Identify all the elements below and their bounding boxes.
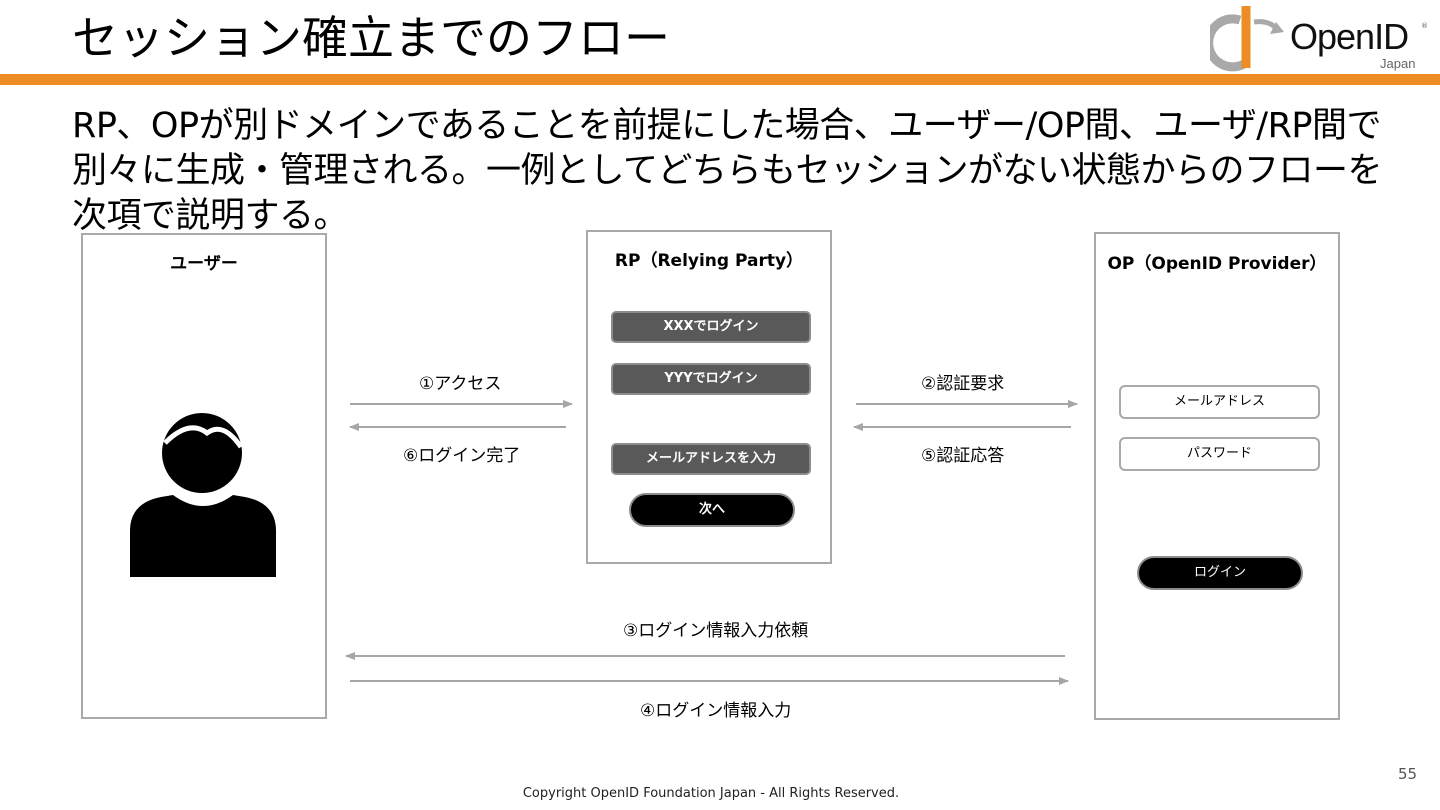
lead-description: RP、OPが別ドメインであることを前提にした場合、ユーザー/OP間、ユーザ/RP… [72, 106, 1382, 236]
step1-label: ①アクセス [419, 374, 502, 394]
openid-logo-word: OpenID [1290, 16, 1409, 57]
step2-label: ②認証要求 [921, 374, 1005, 394]
openid-logo: OpenID ® Japan [1210, 2, 1435, 72]
title-underline [0, 74, 1440, 85]
enter-email-button[interactable]: メールアドレスを入力 [611, 443, 811, 475]
login-button[interactable]: ログイン [1137, 556, 1303, 590]
openid-logo-mark [1210, 6, 1284, 72]
rp-panel-title: RP（Relying Party） [614, 251, 804, 271]
step3-label: ③ログイン情報入力依頼 [623, 621, 809, 641]
email-field[interactable]: メールアドレス [1119, 385, 1320, 419]
copyright: Copyright OpenID Foundation Japan - All … [522, 786, 900, 801]
login-yyy-button[interactable]: YYYでログイン [611, 363, 811, 395]
next-button[interactable]: 次へ [629, 493, 795, 527]
step5-label: ⑤認証応答 [921, 446, 1005, 466]
page-number: 55 [1398, 765, 1418, 783]
openid-logo-sub: Japan [1380, 56, 1416, 71]
step4-label: ④ログイン情報入力 [640, 701, 792, 721]
op-panel: OP（OpenID Provider） メールアドレス パスワード ログイン [1094, 232, 1340, 720]
slide-title: セッション確立までのフロー [72, 11, 670, 65]
step6-label: ⑥ログイン完了 [403, 446, 521, 466]
op-panel-title: OP（OpenID Provider） [1107, 254, 1327, 274]
openid-logo-reg: ® [1421, 22, 1428, 30]
person-icon [130, 413, 276, 577]
login-xxx-button[interactable]: XXXでログイン [611, 311, 811, 343]
user-panel-title: ユーザー [170, 254, 238, 274]
password-field[interactable]: パスワード [1119, 437, 1320, 471]
user-panel: ユーザー [81, 233, 327, 719]
rp-panel: RP（Relying Party） XXXでログイン YYYでログイン メールア… [586, 230, 832, 564]
